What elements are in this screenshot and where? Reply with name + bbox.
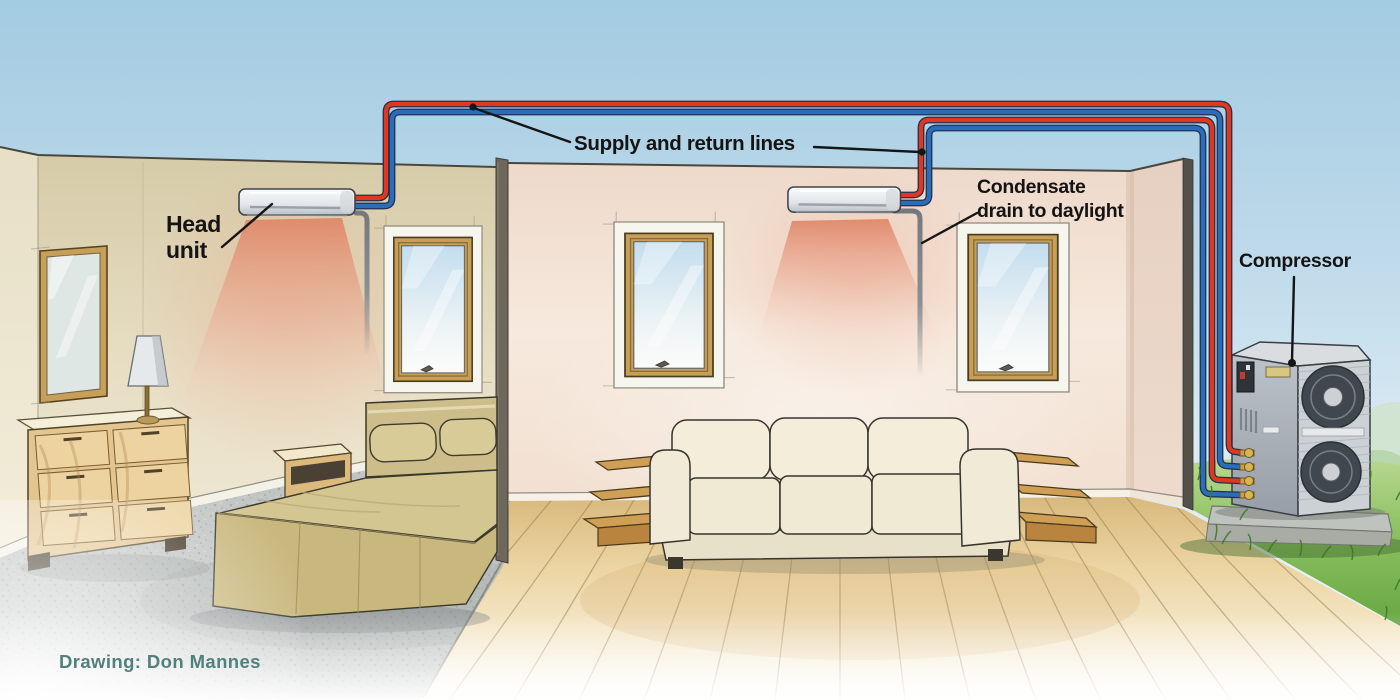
head-unit-label: Head unit (166, 211, 222, 264)
callout-dot-compressor (1288, 359, 1296, 367)
condensate-label-line2: drain to daylight (977, 199, 1124, 222)
supply-return-lines (351, 100, 1247, 499)
return-line-2-icon (891, 125, 1246, 498)
compressor-label: Compressor (1239, 250, 1351, 272)
warm-air-cone-bedroom (172, 218, 396, 430)
compressor-unit (1180, 341, 1400, 558)
service-valves (1239, 448, 1255, 500)
control-box (1236, 361, 1255, 393)
fan-grille (1298, 365, 1370, 503)
brand-label (1265, 366, 1291, 378)
artist-credit: Drawing: Don Mannes (59, 651, 261, 672)
sofa (645, 417, 1045, 574)
bedroom-window (373, 214, 493, 394)
supply-line-icon (352, 101, 1246, 456)
callout-dot-supply-left (469, 103, 477, 111)
right-wall-edge (1182, 157, 1194, 511)
head-unit-living-icon (786, 185, 902, 214)
callout-dot-supply-right (918, 148, 926, 156)
callout-lines (220, 106, 1296, 363)
condensate-drain-icon (353, 210, 370, 355)
side-table-right (1006, 451, 1098, 544)
partition-wall-edge (495, 157, 509, 564)
condensate-label-line1: Condensate (977, 176, 1086, 198)
wall-mirror (30, 245, 108, 405)
return-line-icon (352, 109, 1246, 470)
condensate-callout (920, 211, 979, 245)
supply-line-2-icon (891, 117, 1246, 484)
compressor-callout (1290, 275, 1296, 363)
corner-fade (0, 500, 300, 700)
living-window-right (944, 211, 1082, 393)
warm-air-cone-living (756, 219, 941, 346)
head-unit-label-line1: Head (166, 211, 222, 237)
supply-callout-right (812, 145, 922, 154)
pillows (369, 417, 497, 463)
supply-callout-left (472, 106, 572, 144)
head-unit-bedroom-icon (237, 187, 357, 217)
living-window-left (602, 210, 736, 389)
head-unit-callout (220, 202, 274, 249)
head-unit-label-line2: unit (166, 236, 207, 263)
living-right-wall (1130, 159, 1183, 506)
table-lamp (127, 335, 169, 425)
supply-return-label: Supply and return lines (574, 132, 795, 155)
condensate-drain-label: Condensate drain to daylight (977, 176, 1124, 224)
condensate-drain-2-icon (891, 208, 923, 377)
